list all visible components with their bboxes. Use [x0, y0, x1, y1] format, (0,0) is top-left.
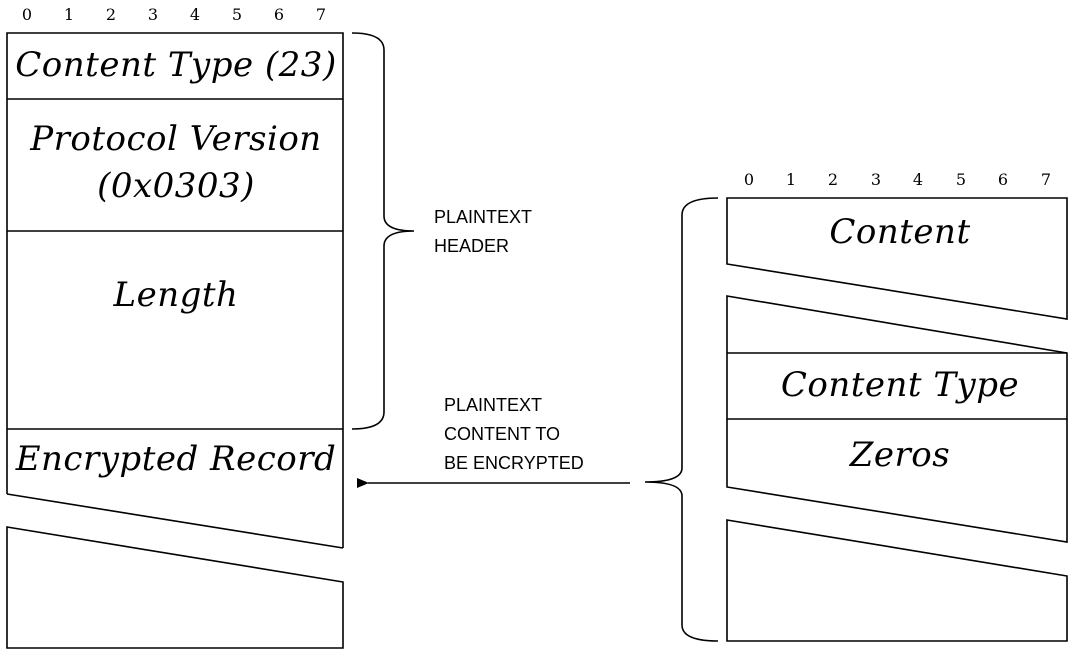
right-bit-6: 6 [998, 170, 1008, 189]
encrypted-record-break-top [6, 493, 344, 549]
encrypted-record-continuation [6, 526, 344, 649]
left-record-frame [6, 32, 344, 548]
header-note-line-1: PLAINTEXT [434, 207, 532, 227]
left-record: Content Type (23) Protocol Version (0x03… [6, 32, 344, 649]
content-field: Content [829, 212, 970, 252]
content-note-line-3: BE ENCRYPTED [444, 453, 584, 473]
zeros-block [726, 419, 1068, 543]
left-bit-2: 2 [106, 5, 116, 24]
right-bit-1: 1 [786, 170, 796, 189]
header-annotation: PLAINTEXT HEADER [434, 207, 532, 256]
length-field: Length [113, 275, 239, 315]
header-note-line-2: HEADER [434, 236, 509, 256]
right-bit-2: 2 [828, 170, 838, 189]
left-bit-ruler: 0 1 2 3 4 5 6 7 [22, 5, 326, 24]
content-type-field-right: Content Type [781, 365, 1019, 405]
left-bit-7: 7 [316, 5, 326, 24]
right-bit-3: 3 [871, 170, 881, 189]
right-bit-0: 0 [744, 170, 754, 189]
zeros-field: Zeros [849, 435, 950, 475]
right-bit-5: 5 [956, 170, 966, 189]
content-type-field: Content Type (23) [15, 45, 336, 85]
zeros-continuation [726, 519, 1068, 642]
left-bit-1: 1 [64, 5, 74, 24]
right-bit-ruler: 0 1 2 3 4 5 6 7 [744, 170, 1051, 189]
right-bit-7: 7 [1041, 170, 1051, 189]
content-annotation: PLAINTEXT CONTENT TO BE ENCRYPTED [444, 395, 584, 473]
header-brace [351, 32, 415, 430]
protocol-version-field: Protocol Version [29, 119, 321, 159]
right-record: Content Content Type Zeros [726, 197, 1068, 642]
protocol-version-value: (0x0303) [97, 166, 255, 206]
left-bit-5: 5 [232, 5, 242, 24]
content-note-line-2: CONTENT TO [444, 424, 560, 444]
content-block [726, 197, 1068, 320]
left-bit-0: 0 [22, 5, 32, 24]
left-bit-4: 4 [190, 5, 200, 24]
encrypted-record-field: Encrypted Record [15, 439, 337, 479]
content-brace [644, 197, 719, 642]
right-bit-4: 4 [913, 170, 923, 189]
left-bit-6: 6 [274, 5, 284, 24]
content-note-line-1: PLAINTEXT [444, 395, 542, 415]
left-bit-3: 3 [148, 5, 158, 24]
